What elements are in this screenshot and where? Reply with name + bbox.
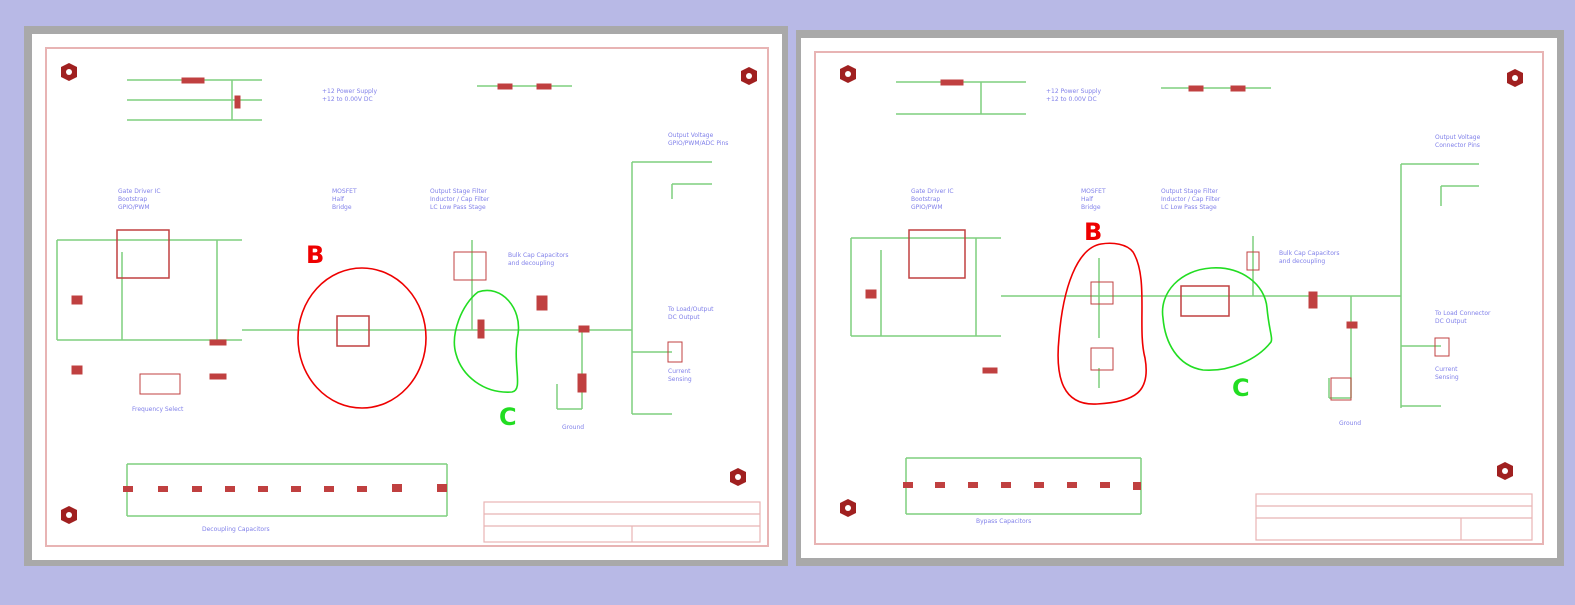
right-annotation-label-c: C: [1232, 374, 1250, 402]
sense-sublabel: Sensing: [668, 376, 692, 383]
left-components: [71, 77, 683, 395]
right-bypass-caps: [903, 482, 1141, 490]
load-label: To Load/Output: [668, 306, 714, 313]
left-annotation-label-b: B: [306, 241, 325, 269]
connector-top-sublabel: Connector Pins: [1435, 142, 1480, 149]
ground-label: Ground: [562, 424, 585, 431]
left-decoupling-caps: [123, 484, 447, 492]
left-title-block: [483, 501, 761, 543]
annotation-circle-b: [1057, 242, 1147, 405]
sense-sublabel: Sensing: [1435, 374, 1459, 381]
freq-label: Frequency Select: [132, 406, 184, 413]
annotation-circle-b: [297, 267, 427, 409]
bridge-sublabel: Half: [332, 196, 344, 203]
connector-top-label: Output Voltage: [1435, 134, 1481, 141]
driver-sublabel: Bootstrap: [911, 196, 941, 203]
left-annotation-label-c: C: [499, 403, 517, 431]
left-mounting-holes: [61, 63, 757, 524]
decoupling-label: Decoupling Capacitors: [202, 526, 270, 533]
right-wires: [850, 81, 1479, 515]
ground-label: Ground: [1339, 420, 1362, 427]
load-sublabel: DC Output: [668, 314, 700, 321]
bridge-label: MOSFET: [1081, 188, 1106, 195]
driver-sublabel: Bootstrap: [118, 196, 148, 203]
right-title-block: [1255, 493, 1533, 541]
driver-label: Gate Driver IC: [118, 188, 161, 195]
bypass-label: Bypass Capacitors: [976, 518, 1032, 525]
left-schematic-sheet: +12 Power Supply +12 to 0.00V DC Output …: [32, 34, 782, 560]
sense-label: Current: [668, 368, 691, 375]
left-schematic-drawing: [45, 47, 769, 547]
power-supply-label: +12 Power Supply: [1046, 88, 1102, 95]
filter-label: Output Stage Filter: [430, 188, 487, 195]
bulk-sublabel: and decoupling: [1279, 258, 1326, 265]
bulk-label: Bulk Cap Capacitors: [508, 252, 569, 259]
driver-sublabel-2: GPIO/PWM: [118, 204, 150, 211]
power-supply-sublabel: +12 to 0.00V DC: [322, 96, 373, 103]
filter-sublabel: Inductor / Cap Filter: [430, 196, 490, 203]
bridge-sublabel-2: Bridge: [332, 204, 352, 211]
bridge-sublabel-2: Bridge: [1081, 204, 1101, 211]
connector-top-label: Output Voltage: [668, 132, 714, 139]
annotation-circle-c: [453, 289, 520, 393]
sense-label: Current: [1435, 366, 1458, 373]
connector-top-sublabel: GPIO/PWM/ADC Pins: [668, 140, 729, 147]
left-wires: [56, 79, 712, 517]
right-annotation-label-b: B: [1084, 218, 1103, 246]
bulk-label: Bulk Cap Capacitors: [1279, 250, 1340, 257]
filter-label: Output Stage Filter: [1161, 188, 1218, 195]
power-supply-sublabel: +12 to 0.00V DC: [1046, 96, 1097, 103]
bulk-sublabel: and decoupling: [508, 260, 555, 267]
load-label: To Load Connector: [1435, 310, 1491, 317]
right-schematic-drawing: [814, 51, 1544, 545]
filter-sublabel-2: LC Low Pass Stage: [430, 204, 486, 211]
right-components: [865, 79, 1450, 401]
right-schematic-sheet: +12 Power Supply +12 to 0.00V DC Output …: [801, 38, 1557, 558]
filter-sublabel-2: LC Low Pass Stage: [1161, 204, 1217, 211]
bridge-label: MOSFET: [332, 188, 357, 195]
power-supply-label: +12 Power Supply: [322, 88, 378, 95]
driver-label: Gate Driver IC: [911, 188, 954, 195]
load-sublabel: DC Output: [1435, 318, 1467, 325]
bridge-sublabel: Half: [1081, 196, 1093, 203]
annotation-circle-c: [1161, 267, 1273, 371]
driver-sublabel-2: GPIO/PWM: [911, 204, 943, 211]
filter-sublabel: Inductor / Cap Filter: [1161, 196, 1221, 203]
